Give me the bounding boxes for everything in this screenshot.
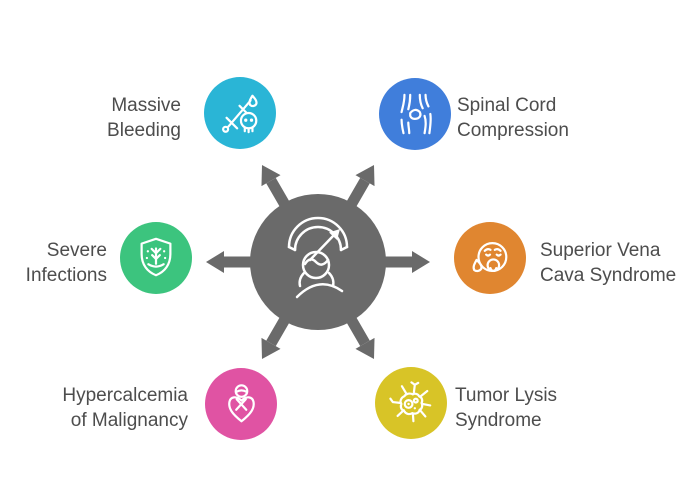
hub-circle xyxy=(250,194,386,330)
node-superior-vena-cava-syndrome xyxy=(454,222,526,294)
label-line: Superior Vena xyxy=(540,240,661,261)
node-severe-infections xyxy=(120,222,192,294)
label-massive-bleeding: Massive Bleeding xyxy=(107,93,181,143)
label-severe-infections: Severe Infections xyxy=(26,238,107,288)
tumor-cell-icon xyxy=(389,381,432,423)
node-massive-bleeding xyxy=(204,77,276,149)
label-line: Tumor Lysis xyxy=(455,385,558,406)
pill-heart-icon xyxy=(228,384,255,423)
label-tumor-lysis-syndrome: Tumor Lysis Syndrome xyxy=(455,383,557,433)
hub-diagram xyxy=(206,165,430,359)
label-line: Spinal Cord xyxy=(457,95,557,116)
label-line: Hypercalcemia xyxy=(62,385,188,406)
label-line: Bleeding xyxy=(107,120,181,141)
label-line: Massive xyxy=(111,95,181,116)
label-line: Syndrome xyxy=(455,410,542,431)
label-line: of Malignancy xyxy=(70,410,188,431)
node-hypercalcemia-of-malignancy xyxy=(205,368,277,440)
bone-joint-icon xyxy=(400,93,432,135)
shield-germ-icon xyxy=(140,237,172,277)
label-line: Infections xyxy=(25,265,107,286)
label-hypercalcemia-of-malignancy: Hypercalcemia of Malignancy xyxy=(62,383,188,433)
node-spinal-cord-compression xyxy=(379,78,451,150)
label-spinal-cord-compression: Spinal Cord Compression xyxy=(457,93,569,143)
hub-arrows xyxy=(206,165,430,359)
label-superior-vena-cava-syndrome: Superior Vena Cava Syndrome xyxy=(540,238,676,288)
node-tumor-lysis-syndrome xyxy=(375,367,447,439)
label-line: Compression xyxy=(457,120,569,141)
label-line: Cava Syndrome xyxy=(540,265,677,286)
stress-gauge-sad-face-icon xyxy=(287,216,349,299)
sword-skull-blood-drop-icon xyxy=(222,94,258,134)
label-line: Severe xyxy=(46,240,107,261)
sick-face-drop-icon xyxy=(472,242,508,273)
